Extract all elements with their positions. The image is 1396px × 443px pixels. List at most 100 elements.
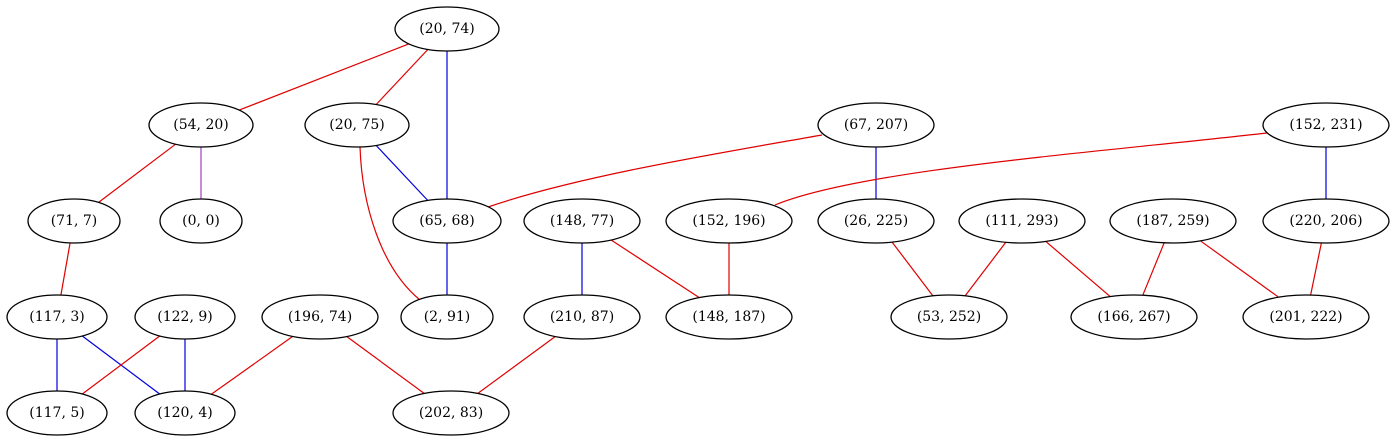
node-label: (187, 259) bbox=[1136, 213, 1209, 229]
edge-n20_74-n54_20 bbox=[238, 43, 410, 111]
edge-n20_74-n20_75 bbox=[375, 49, 429, 105]
node-ellipse bbox=[890, 294, 1008, 340]
node-ellipse bbox=[1262, 102, 1390, 148]
node-label: (152, 231) bbox=[1289, 117, 1362, 133]
node-n65_68: (65, 68) bbox=[392, 198, 502, 244]
node-ellipse bbox=[261, 294, 379, 340]
node-n117_3: (117, 3) bbox=[6, 294, 108, 340]
node-n152_196: (152, 196) bbox=[665, 198, 793, 244]
edge-n71_7-n117_3 bbox=[60, 242, 71, 296]
node-n201_222: (201, 222) bbox=[1242, 294, 1370, 340]
node-ellipse bbox=[392, 390, 510, 436]
node-ellipse bbox=[159, 198, 243, 244]
edge-n152_231-n152_196 bbox=[774, 132, 1268, 206]
node-label: (148, 77) bbox=[550, 213, 614, 229]
node-ellipse bbox=[958, 198, 1086, 244]
node-n67_207: (67, 207) bbox=[817, 102, 935, 148]
node-label: (67, 207) bbox=[844, 117, 908, 133]
node-ellipse bbox=[148, 102, 254, 148]
node-n26_225: (26, 225) bbox=[817, 198, 935, 244]
node-n54_20: (54, 20) bbox=[148, 102, 254, 148]
node-n120_4: (120, 4) bbox=[134, 390, 236, 436]
node-ellipse bbox=[304, 102, 410, 148]
node-ellipse bbox=[1109, 198, 1237, 244]
node-n111_293: (111, 293) bbox=[958, 198, 1086, 244]
node-n187_259: (187, 259) bbox=[1109, 198, 1237, 244]
node-ellipse bbox=[665, 294, 793, 340]
node-n152_231: (152, 231) bbox=[1262, 102, 1390, 148]
edge-n187_259-n166_267 bbox=[1142, 242, 1165, 296]
edge-n196_74-n202_83 bbox=[346, 336, 425, 394]
node-label: (202, 83) bbox=[419, 405, 483, 421]
edge-n210_87-n202_83 bbox=[477, 336, 556, 394]
node-n220_206: (220, 206) bbox=[1262, 198, 1390, 244]
node-n202_83: (202, 83) bbox=[392, 390, 510, 436]
node-label: (220, 206) bbox=[1289, 213, 1362, 229]
node-ellipse bbox=[394, 6, 500, 52]
node-ellipse bbox=[27, 198, 121, 244]
edge-n122_9-n117_5 bbox=[81, 335, 161, 395]
edge-n20_75-n65_68 bbox=[375, 145, 429, 201]
node-ellipse bbox=[6, 390, 108, 436]
node-label: (166, 267) bbox=[1097, 309, 1170, 325]
node-label: (71, 7) bbox=[51, 213, 98, 229]
node-n117_5: (117, 5) bbox=[6, 390, 108, 436]
node-label: (20, 75) bbox=[329, 117, 384, 133]
node-n210_87: (210, 87) bbox=[523, 294, 641, 340]
node-label: (26, 225) bbox=[844, 213, 908, 229]
node-n71_7: (71, 7) bbox=[27, 198, 121, 244]
node-ellipse bbox=[665, 198, 793, 244]
node-label: (0, 0) bbox=[182, 213, 220, 229]
node-n148_77: (148, 77) bbox=[523, 198, 641, 244]
node-label: (111, 293) bbox=[985, 213, 1058, 229]
node-label: (65, 68) bbox=[419, 213, 474, 229]
edge-n111_293-n53_252 bbox=[964, 241, 1007, 297]
edge-n220_206-n201_222 bbox=[1310, 242, 1322, 296]
node-ellipse bbox=[523, 198, 641, 244]
node-ellipse bbox=[400, 294, 494, 340]
edge-n196_74-n120_4 bbox=[210, 335, 294, 395]
node-ellipse bbox=[817, 102, 935, 148]
node-label: (196, 74) bbox=[288, 309, 352, 325]
edge-n26_225-n53_252 bbox=[891, 241, 934, 297]
node-n53_252: (53, 252) bbox=[890, 294, 1008, 340]
node-ellipse bbox=[6, 294, 108, 340]
node-label: (53, 252) bbox=[917, 309, 981, 325]
node-ellipse bbox=[1070, 294, 1198, 340]
node-n148_187: (148, 187) bbox=[665, 294, 793, 340]
edge-n187_259-n201_222 bbox=[1200, 240, 1279, 298]
edge-n54_20-n71_7 bbox=[98, 143, 176, 203]
node-label: (117, 3) bbox=[29, 309, 84, 325]
node-label: (20, 74) bbox=[419, 21, 474, 37]
edge-n20_75-n2_91 bbox=[359, 146, 421, 301]
node-n166_267: (166, 267) bbox=[1070, 294, 1198, 340]
node-ellipse bbox=[523, 294, 641, 340]
node-ellipse bbox=[1262, 198, 1390, 244]
node-n20_75: (20, 75) bbox=[304, 102, 410, 148]
node-label: (117, 5) bbox=[29, 405, 84, 421]
node-n196_74: (196, 74) bbox=[261, 294, 379, 340]
node-ellipse bbox=[817, 198, 935, 244]
node-label: (201, 222) bbox=[1269, 309, 1342, 325]
node-ellipse bbox=[134, 294, 236, 340]
edge-n67_207-n65_68 bbox=[487, 134, 823, 208]
node-n0_0: (0, 0) bbox=[159, 198, 243, 244]
node-label: (210, 87) bbox=[550, 309, 614, 325]
node-ellipse bbox=[1242, 294, 1370, 340]
node-layer: (20, 74) (54, 20) (20, 75) (67, 207) (152, 2… bbox=[6, 6, 1390, 436]
edge-n148_77-n148_187 bbox=[610, 239, 700, 299]
node-n2_91: (2, 91) bbox=[400, 294, 494, 340]
node-n20_74: (20, 74) bbox=[394, 6, 500, 52]
node-label: (148, 187) bbox=[692, 309, 765, 325]
node-label: (120, 4) bbox=[157, 405, 212, 421]
edge-layer bbox=[56, 43, 1327, 395]
node-n122_9: (122, 9) bbox=[134, 294, 236, 340]
edge-n111_293-n166_267 bbox=[1045, 240, 1111, 298]
node-ellipse bbox=[134, 390, 236, 436]
node-label: (2, 91) bbox=[424, 309, 471, 325]
node-ellipse bbox=[392, 198, 502, 244]
node-label: (54, 20) bbox=[173, 117, 228, 133]
node-label: (122, 9) bbox=[157, 309, 212, 325]
node-label: (152, 196) bbox=[692, 213, 765, 229]
